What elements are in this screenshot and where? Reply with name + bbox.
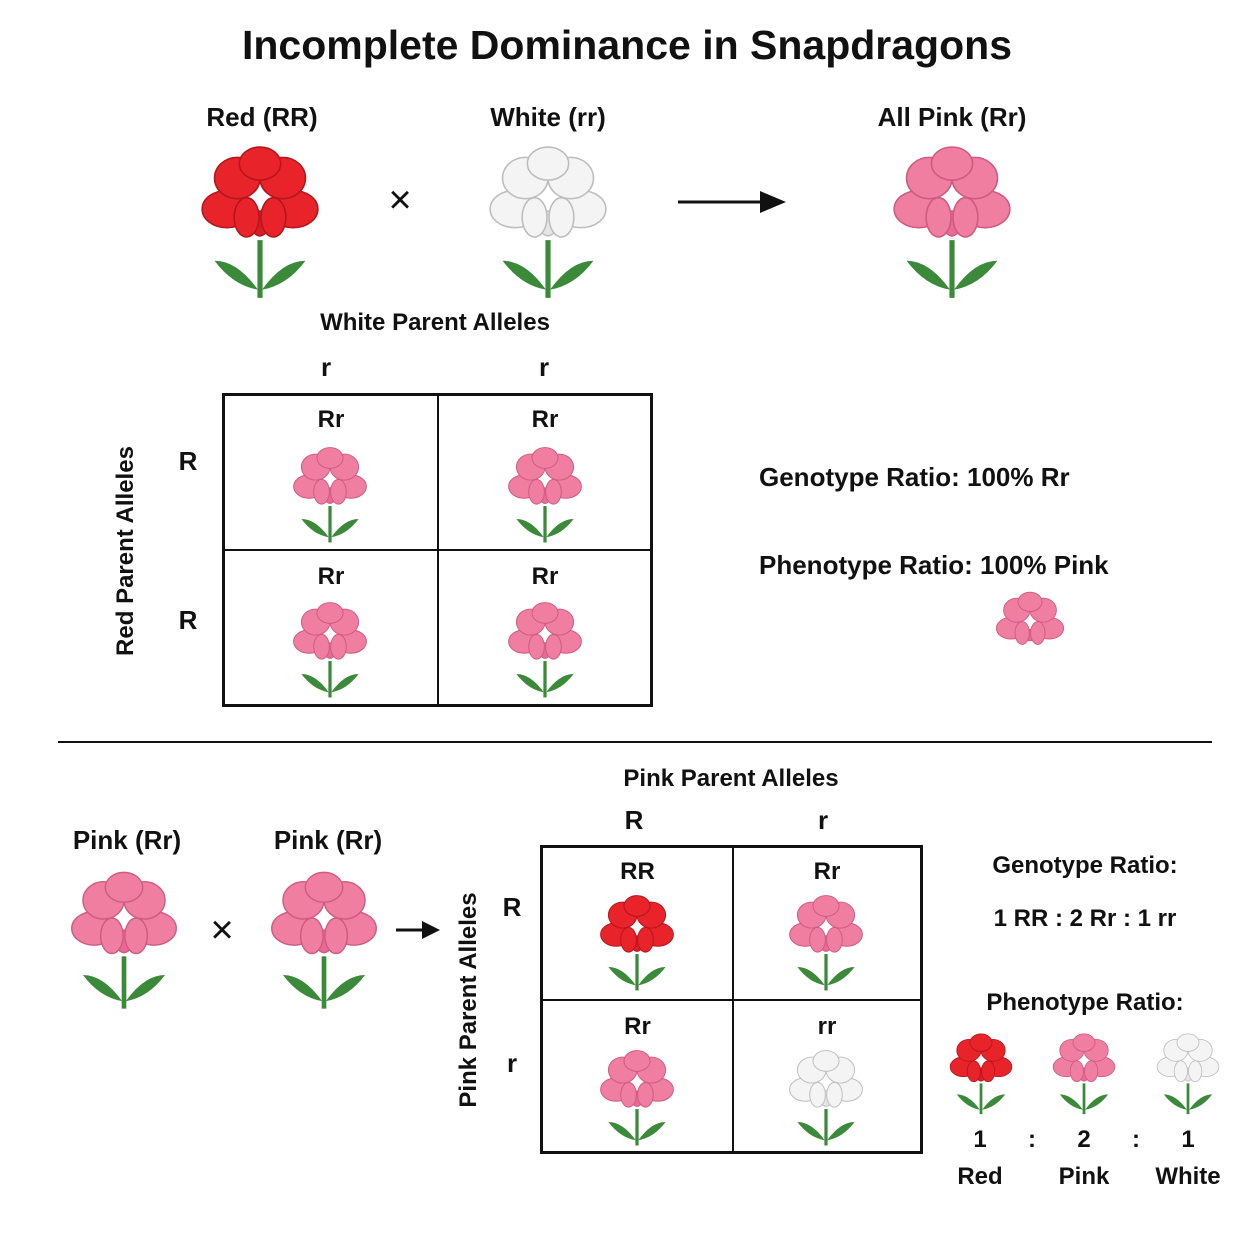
arrow-right-icon	[678, 191, 786, 213]
section-divider	[58, 741, 1212, 743]
phenotype-name-white: White	[1155, 1163, 1221, 1190]
punnett-square-1: Rr Rr Rr Rr	[222, 393, 653, 707]
side-allele-2: r	[506, 1048, 518, 1078]
red-flower-icon	[948, 1032, 1014, 1116]
punnett-cell: Rr	[438, 395, 651, 550]
punnett-cell: Rr	[224, 395, 438, 550]
genotype-ratio-title: Genotype Ratio:	[992, 852, 1178, 879]
cell-genotype: Rr	[317, 406, 345, 433]
phenotype-count-red: 1	[973, 1126, 987, 1153]
punnett-cell: RR	[542, 847, 733, 1000]
white-flower-icon	[486, 145, 610, 300]
pink-flower-icon	[268, 868, 380, 1013]
offspring-label: All Pink (Rr)	[877, 102, 1027, 132]
cell-genotype: Rr	[813, 858, 841, 885]
top-allele-1: r	[320, 352, 332, 382]
cell-genotype: rr	[817, 1013, 837, 1040]
red-flower-icon	[598, 894, 676, 992]
white-flower-icon	[787, 1049, 865, 1147]
cell-genotype: Rr	[531, 563, 559, 590]
phenotype-count-white: 1	[1181, 1126, 1195, 1153]
cell-genotype: Rr	[317, 563, 345, 590]
punnett-cell: Rr	[224, 550, 438, 705]
ratio-separator: :	[1132, 1126, 1140, 1153]
punnett-square-2: RR Rr Rr rr	[540, 845, 923, 1154]
top-allele-2: r	[538, 352, 550, 382]
phenotype-ratio-title: Phenotype Ratio:	[986, 989, 1184, 1016]
punnett-cell: Rr	[733, 847, 921, 1000]
top-alleles-header: Pink Parent Alleles	[623, 765, 839, 792]
phenotype-name-red: Red	[957, 1163, 1003, 1190]
ratio-separator: :	[1028, 1126, 1036, 1153]
parent2-label: White (rr)	[490, 102, 606, 132]
pink-flower-icon	[291, 601, 369, 699]
top-alleles-header: White Parent Alleles	[320, 309, 550, 336]
pink-flower-icon	[787, 894, 865, 992]
parent1-label: Red (RR)	[206, 102, 318, 132]
pink-flower-icon	[291, 446, 369, 544]
pink-flower-icon	[994, 590, 1066, 652]
pink-flower-icon	[506, 601, 584, 699]
side-alleles-header: Red Parent Alleles	[112, 446, 139, 656]
pink-flower-icon	[68, 868, 180, 1013]
top-allele-1: R	[624, 805, 644, 835]
cross-symbol: ×	[388, 178, 412, 222]
side-allele-1: R	[502, 892, 522, 922]
arrow-right-icon	[396, 921, 440, 939]
punnett-cell: rr	[733, 1000, 921, 1152]
pink-flower-icon	[1051, 1032, 1117, 1116]
top-allele-2: r	[817, 805, 829, 835]
red-flower-icon	[198, 145, 322, 300]
side-allele-1: R	[178, 446, 198, 476]
genotype-ratio: 1 RR : 2 Rr : 1 rr	[993, 905, 1177, 932]
phenotype-count-pink: 2	[1077, 1126, 1091, 1153]
page-title: Incomplete Dominance in Snapdragons	[241, 22, 1012, 68]
punnett-cell: Rr	[542, 1000, 733, 1152]
side-alleles-header: Pink Parent Alleles	[455, 892, 482, 1108]
parent1-label: Pink (Rr)	[72, 825, 182, 855]
white-flower-icon	[1155, 1032, 1221, 1116]
pink-flower-icon	[890, 145, 1014, 300]
parent2-label: Pink (Rr)	[273, 825, 383, 855]
cell-genotype: RR	[620, 858, 655, 885]
pink-flower-icon	[506, 446, 584, 544]
genotype-ratio: Genotype Ratio: 100% Rr	[759, 462, 1070, 492]
cell-genotype: Rr	[624, 1013, 651, 1040]
cell-genotype: Rr	[531, 406, 559, 433]
phenotype-name-pink: Pink	[1058, 1163, 1110, 1190]
cross-symbol: ×	[210, 908, 234, 952]
pink-flower-icon	[598, 1049, 676, 1147]
punnett-cell: Rr	[438, 550, 651, 705]
phenotype-ratio: Phenotype Ratio: 100% Pink	[759, 550, 1109, 580]
side-allele-2: R	[178, 605, 198, 635]
